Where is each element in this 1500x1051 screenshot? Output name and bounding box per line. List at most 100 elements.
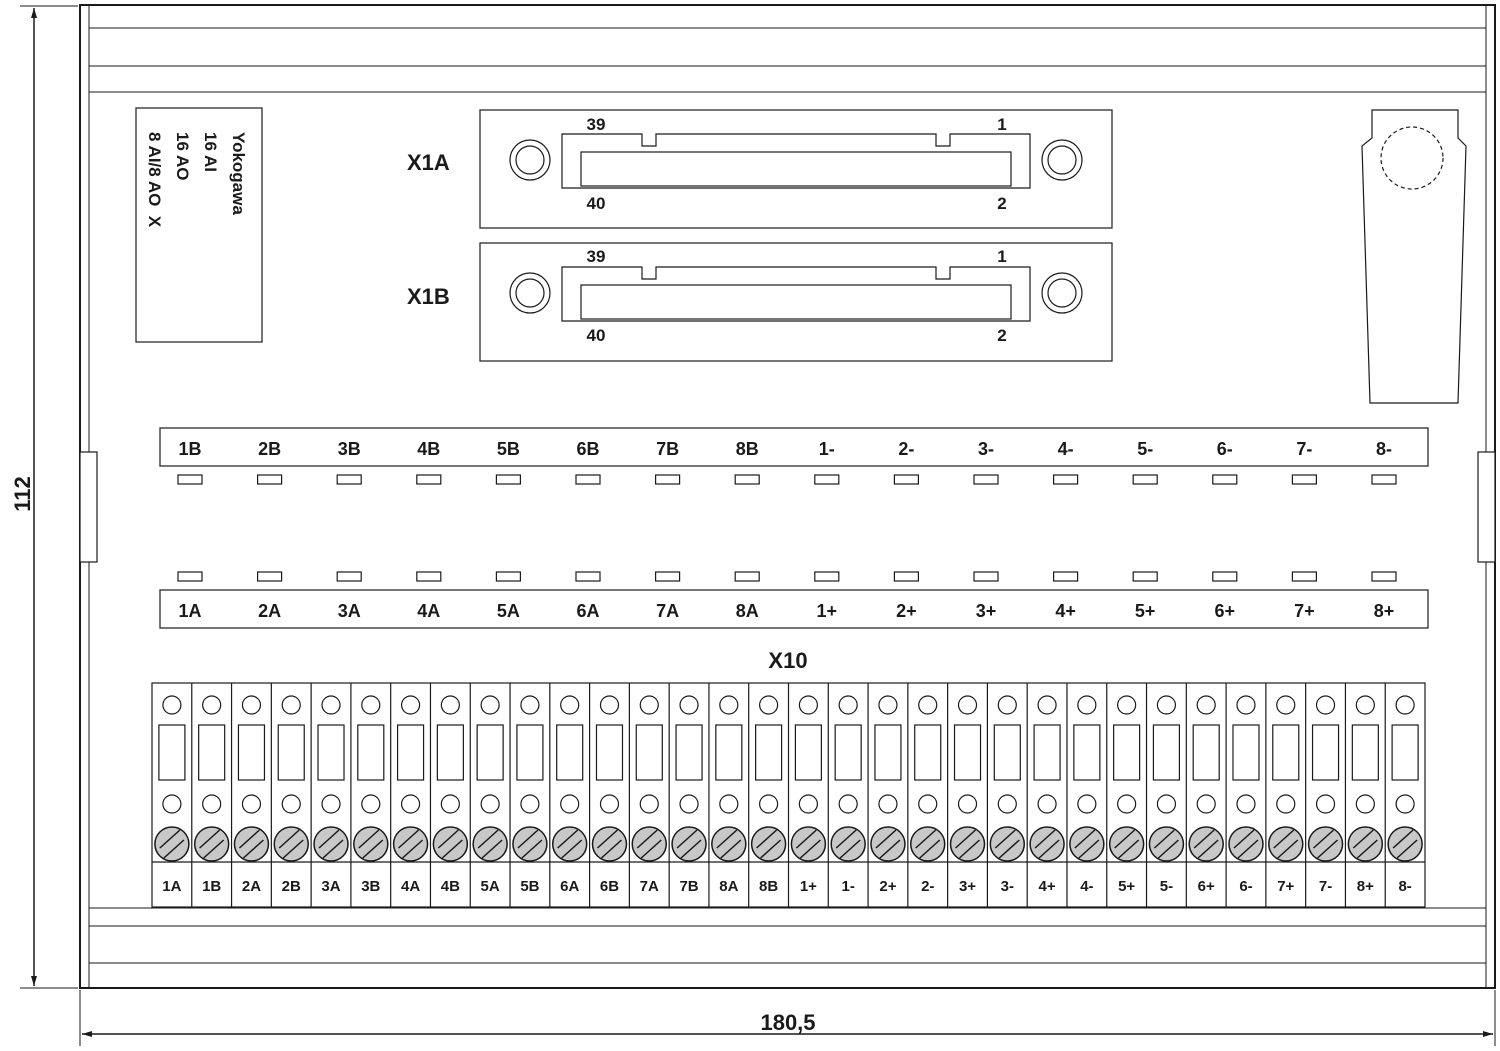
led-indicator-icon (575, 474, 601, 485)
pin-label: 1 (997, 115, 1006, 134)
screw-icon (313, 826, 349, 862)
terminal-5minus: 5- (1145, 683, 1185, 907)
right-clip (1477, 451, 1496, 563)
led-indicator-icon (814, 571, 840, 582)
led-indicator-icon (1291, 571, 1318, 582)
led-indicator-icon (257, 571, 283, 582)
screw-icon (1387, 826, 1423, 862)
terminal-label: 7B (679, 878, 698, 895)
terminal-8a: 8A (708, 683, 747, 907)
release-point-icon (719, 794, 739, 814)
release-point-icon (321, 794, 341, 814)
terminal-6b: 6B (588, 683, 628, 907)
test-point-icon (798, 695, 818, 715)
release-point-icon (838, 794, 858, 814)
test-point-icon (878, 695, 898, 715)
terminal-4minus: 4- (1066, 683, 1105, 907)
wire-entry-icon (834, 724, 862, 781)
screw-icon (909, 826, 946, 862)
release-point-icon (440, 794, 460, 814)
terminal-label: 2A (242, 878, 261, 895)
release-point-icon (639, 794, 659, 814)
led-indicator-icon (1291, 474, 1318, 485)
wire-entry-icon (1192, 724, 1220, 781)
screw-icon (830, 826, 866, 862)
screw-icon (273, 826, 309, 862)
label-card-line-1: Yokogawa (229, 132, 248, 215)
screw-icon (671, 826, 707, 862)
terminal-label: 6+ (1198, 878, 1215, 895)
terminal-label: 6A (560, 878, 579, 895)
test-point-icon (440, 695, 460, 715)
wire-entry-icon (595, 724, 624, 781)
screw-icon (989, 826, 1026, 862)
led-label: 3B (338, 439, 361, 459)
wire-entry-icon (277, 724, 305, 781)
test-point-icon (1117, 695, 1137, 715)
wire-entry-icon (396, 724, 425, 781)
led-indicator-icon (893, 474, 920, 485)
screw-icon (631, 826, 668, 862)
pin-label: 40 (587, 326, 606, 345)
led-label: 4- (1058, 439, 1074, 459)
connector-x1b-name: X1B (407, 284, 450, 309)
screw-hole-icon (1041, 139, 1083, 181)
terminal-3minus: 3- (986, 683, 1026, 907)
test-point-icon (1037, 695, 1057, 715)
wire-entry-icon (1152, 724, 1181, 781)
screw-icon (790, 826, 827, 862)
wire-entry-icon (1033, 724, 1061, 781)
led-label: 7B (656, 439, 679, 459)
terminal-label: 1+ (800, 878, 817, 895)
screw-icon (1307, 826, 1344, 862)
led-indicator-icon (416, 474, 442, 485)
test-point-icon (997, 695, 1017, 715)
test-point-icon (759, 695, 779, 715)
terminal-label: 1A (162, 878, 181, 895)
terminal-8plus: 8+ (1344, 683, 1384, 907)
test-point-icon (1196, 695, 1216, 715)
wire-entry-icon (436, 724, 464, 781)
led-indicator-icon (177, 474, 203, 485)
wire-entry-icon (715, 724, 743, 781)
screw-icon (512, 826, 548, 862)
release-point-icon (1276, 794, 1296, 814)
led-label: 3+ (976, 601, 997, 621)
led-label: 8+ (1374, 601, 1395, 621)
test-point-icon (241, 695, 262, 715)
led-indicator-icon (654, 571, 681, 582)
test-point-icon (719, 695, 739, 715)
wire-entry-icon (357, 724, 385, 781)
wire-entry-icon (755, 724, 783, 781)
release-point-icon (1315, 794, 1336, 814)
terminal-label: 3A (321, 878, 340, 895)
terminal-label: 8- (1398, 878, 1411, 895)
mounting-hole-icon (1380, 126, 1444, 190)
screw-hole-icon (509, 139, 551, 181)
screw-icon (392, 826, 429, 862)
wire-entry-icon (198, 724, 226, 781)
terminal-2plus: 2+ (867, 683, 906, 907)
screw-icon (551, 826, 588, 862)
left-clip (79, 451, 98, 563)
led-label: 6B (576, 439, 599, 459)
terminal-1minus: 1- (827, 683, 866, 907)
screw-icon (1188, 826, 1224, 862)
terminal-label: 3+ (959, 878, 976, 895)
terminal-2b: 2B (270, 683, 309, 907)
screw-icon (154, 826, 190, 862)
release-point-icon (1395, 794, 1415, 814)
screw-icon (432, 826, 469, 862)
connector-x1a: X1A 39 1 40 2 (407, 109, 1113, 229)
release-lever (1361, 109, 1467, 404)
screw-icon (1228, 826, 1264, 862)
release-point-icon (520, 794, 540, 814)
width-dimension-label: 180,5 (760, 1010, 815, 1035)
led-label-strip-top (159, 427, 1429, 467)
release-point-icon (1117, 794, 1137, 814)
pin-label: 40 (587, 194, 606, 213)
terminal-label: 5A (481, 878, 500, 895)
led-label: 8B (736, 439, 759, 459)
led-label: 2A (258, 601, 281, 621)
